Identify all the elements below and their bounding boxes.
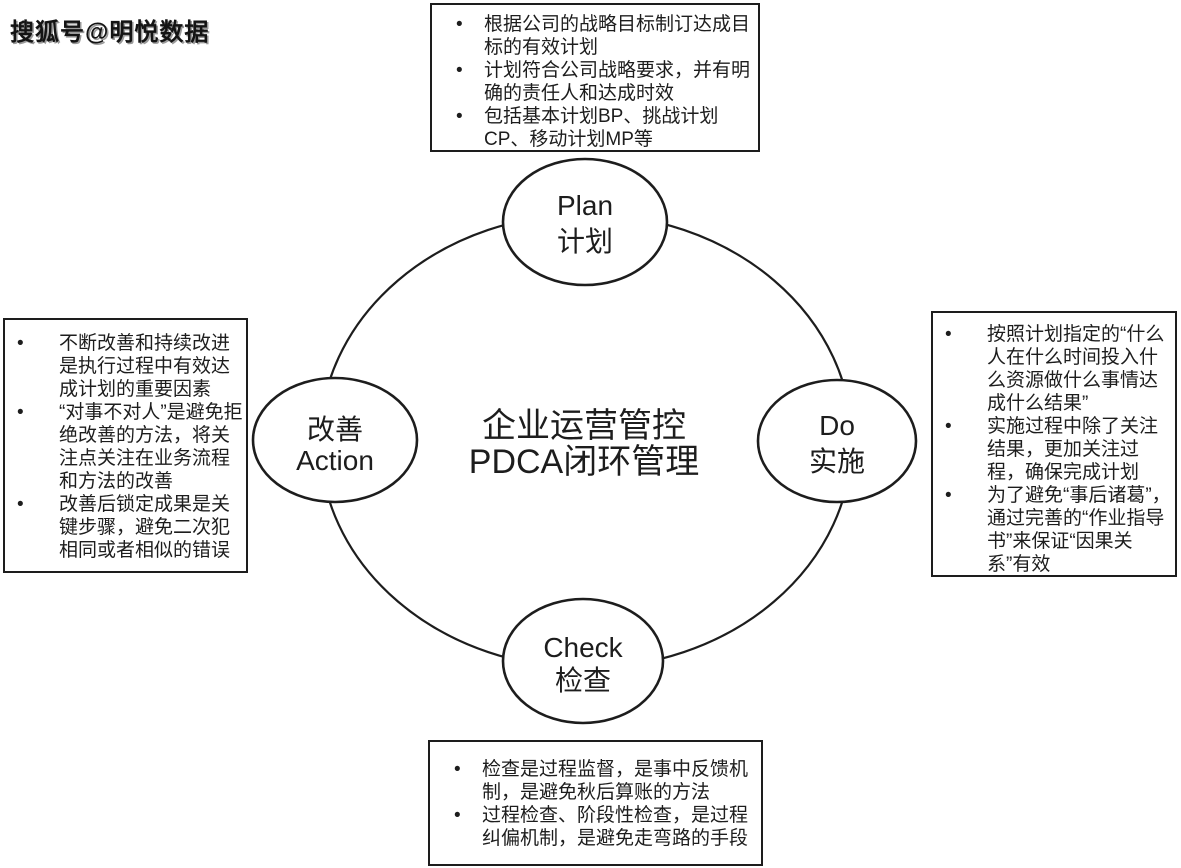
note-item: 不断改善和持续改进是执行过程中有效达成计划的重要因素: [5, 332, 243, 401]
note-item: 过程检查、阶段性检查，是过程纠偏机制，是避免走弯路的手段: [430, 804, 755, 850]
plan-notes-list: 根据公司的战略目标制订达成目标的有效计划 计划符合公司战略要求，并有明确的责任人…: [432, 13, 752, 151]
node-action-label-en: Action: [296, 445, 374, 476]
node-plan-label-zh: 计划: [557, 226, 613, 257]
node-check-label-en: Check: [543, 632, 623, 663]
node-plan-label-en: Plan: [557, 190, 613, 221]
plan-notes-box: 根据公司的战略目标制订达成目标的有效计划 计划符合公司战略要求，并有明确的责任人…: [430, 3, 760, 152]
action-notes-box: 不断改善和持续改进是执行过程中有效达成计划的重要因素 “对事不对人”是避免拒绝改…: [3, 318, 248, 573]
do-notes-box: 按照计划指定的“什么人在什么时间投入什么资源做什么事情达成什么结果” 实施过程中…: [931, 311, 1177, 577]
node-do-label-en: Do: [819, 410, 855, 441]
action-notes-list: 不断改善和持续改进是执行过程中有效达成计划的重要因素 “对事不对人”是避免拒绝改…: [5, 332, 243, 562]
node-action-circle: [251, 376, 419, 504]
watermark-text: 搜狐号@明悦数据: [10, 19, 210, 46]
center-title-line1: 企业运营管控: [482, 407, 686, 445]
node-action-label-zh: 改善: [307, 414, 363, 445]
note-item: 实施过程中除了关注结果，更加关注过程，确保完成计划: [933, 415, 1172, 484]
node-check-circle: [501, 597, 665, 725]
check-notes-box: 检查是过程监督，是事中反馈机制，是避免秋后算账的方法 过程检查、阶段性检查，是过…: [428, 740, 763, 866]
check-notes-list: 检查是过程监督，是事中反馈机制，是避免秋后算账的方法 过程检查、阶段性检查，是过…: [430, 758, 755, 850]
node-do-label-zh: 实施: [809, 446, 865, 477]
node-check-label-zh: 检查: [555, 665, 611, 696]
note-item: 计划符合公司战略要求，并有明确的责任人和达成时效: [432, 59, 752, 105]
center-title-line2: PDCA闭环管理: [469, 443, 699, 481]
node-plan-circle: [501, 157, 669, 287]
note-item: 包括基本计划BP、挑战计划CP、移动计划MP等: [432, 105, 752, 151]
note-item: 检查是过程监督，是事中反馈机制，是避免秋后算账的方法: [430, 758, 755, 804]
do-notes-list: 按照计划指定的“什么人在什么时间投入什么资源做什么事情达成什么结果” 实施过程中…: [933, 323, 1172, 576]
note-item: 为了避免“事后诸葛”，通过完善的“作业指导书”来保证“因果关系”有效: [933, 484, 1172, 576]
note-item: “对事不对人”是避免拒绝改善的方法，将关注点关注在业务流程和方法的改善: [5, 401, 243, 493]
node-do-circle: [756, 378, 918, 504]
note-item: 按照计划指定的“什么人在什么时间投入什么资源做什么事情达成什么结果”: [933, 323, 1172, 415]
note-item: 改善后锁定成果是关键步骤，避免二次犯相同或者相似的错误: [5, 493, 243, 562]
note-item: 根据公司的战略目标制订达成目标的有效计划: [432, 13, 752, 59]
